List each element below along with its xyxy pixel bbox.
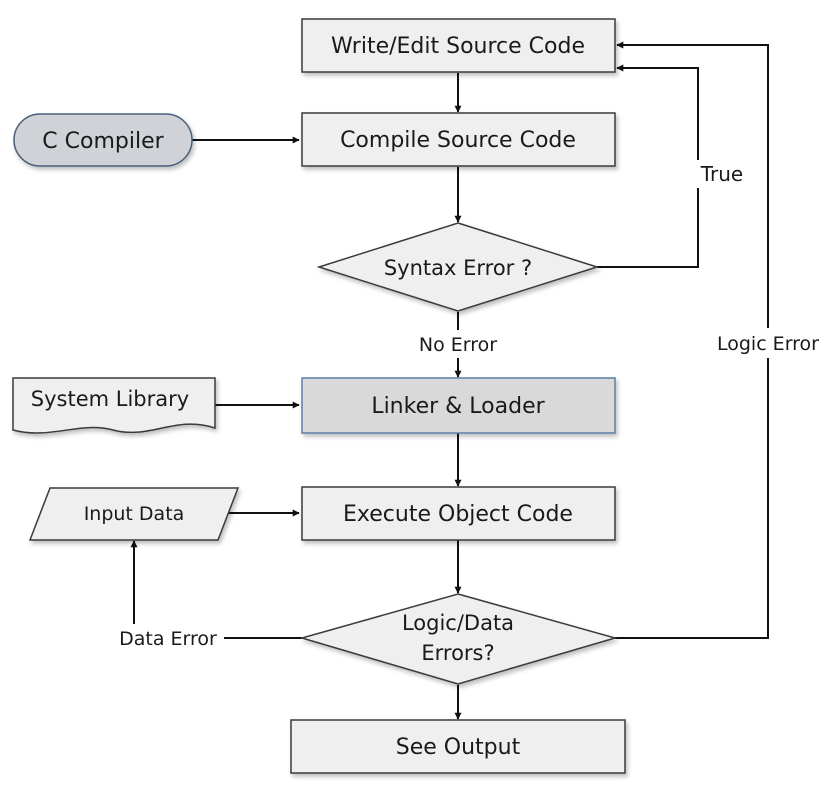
node-syntax-error-label: Syntax Error ? bbox=[384, 256, 532, 280]
node-logic-data-label-2: Errors? bbox=[421, 641, 494, 665]
edge-label-data-error: Data Error bbox=[119, 628, 217, 650]
node-compile-source: Compile Source Code bbox=[301, 112, 616, 167]
edge-label-no-error: No Error bbox=[419, 334, 497, 356]
edge-data-error-loop bbox=[130, 540, 302, 639]
node-linker-loader-label: Linker & Loader bbox=[371, 394, 545, 419]
node-compile-label: Compile Source Code bbox=[340, 128, 576, 153]
node-c-compiler-label: C Compiler bbox=[42, 129, 164, 154]
node-see-output: See Output bbox=[290, 719, 626, 774]
node-system-library: System Library bbox=[12, 377, 216, 434]
node-input-data: Input Data bbox=[28, 487, 240, 541]
edge-label-logic-error: Logic Error bbox=[717, 333, 819, 355]
edge-label-true: True bbox=[700, 162, 743, 186]
node-system-library-label: System Library bbox=[31, 387, 189, 411]
node-write-edit-label: Write/Edit Source Code bbox=[331, 34, 585, 59]
node-input-data-label: Input Data bbox=[84, 503, 185, 525]
node-linker-loader: Linker & Loader bbox=[301, 377, 616, 434]
node-logic-data-label-1: Logic/Data bbox=[402, 611, 514, 635]
node-execute-object-code: Execute Object Code bbox=[301, 486, 616, 541]
node-execute-label: Execute Object Code bbox=[343, 502, 573, 527]
node-see-output-label: See Output bbox=[396, 735, 521, 760]
node-c-compiler: C Compiler bbox=[13, 113, 193, 167]
node-syntax-error-decision: Syntax Error ? bbox=[316, 222, 600, 312]
node-write-edit-source: Write/Edit Source Code bbox=[301, 18, 616, 73]
node-logic-data-decision: Logic/Data Errors? bbox=[299, 593, 618, 685]
edge-syntax-true-loop bbox=[597, 64, 699, 268]
